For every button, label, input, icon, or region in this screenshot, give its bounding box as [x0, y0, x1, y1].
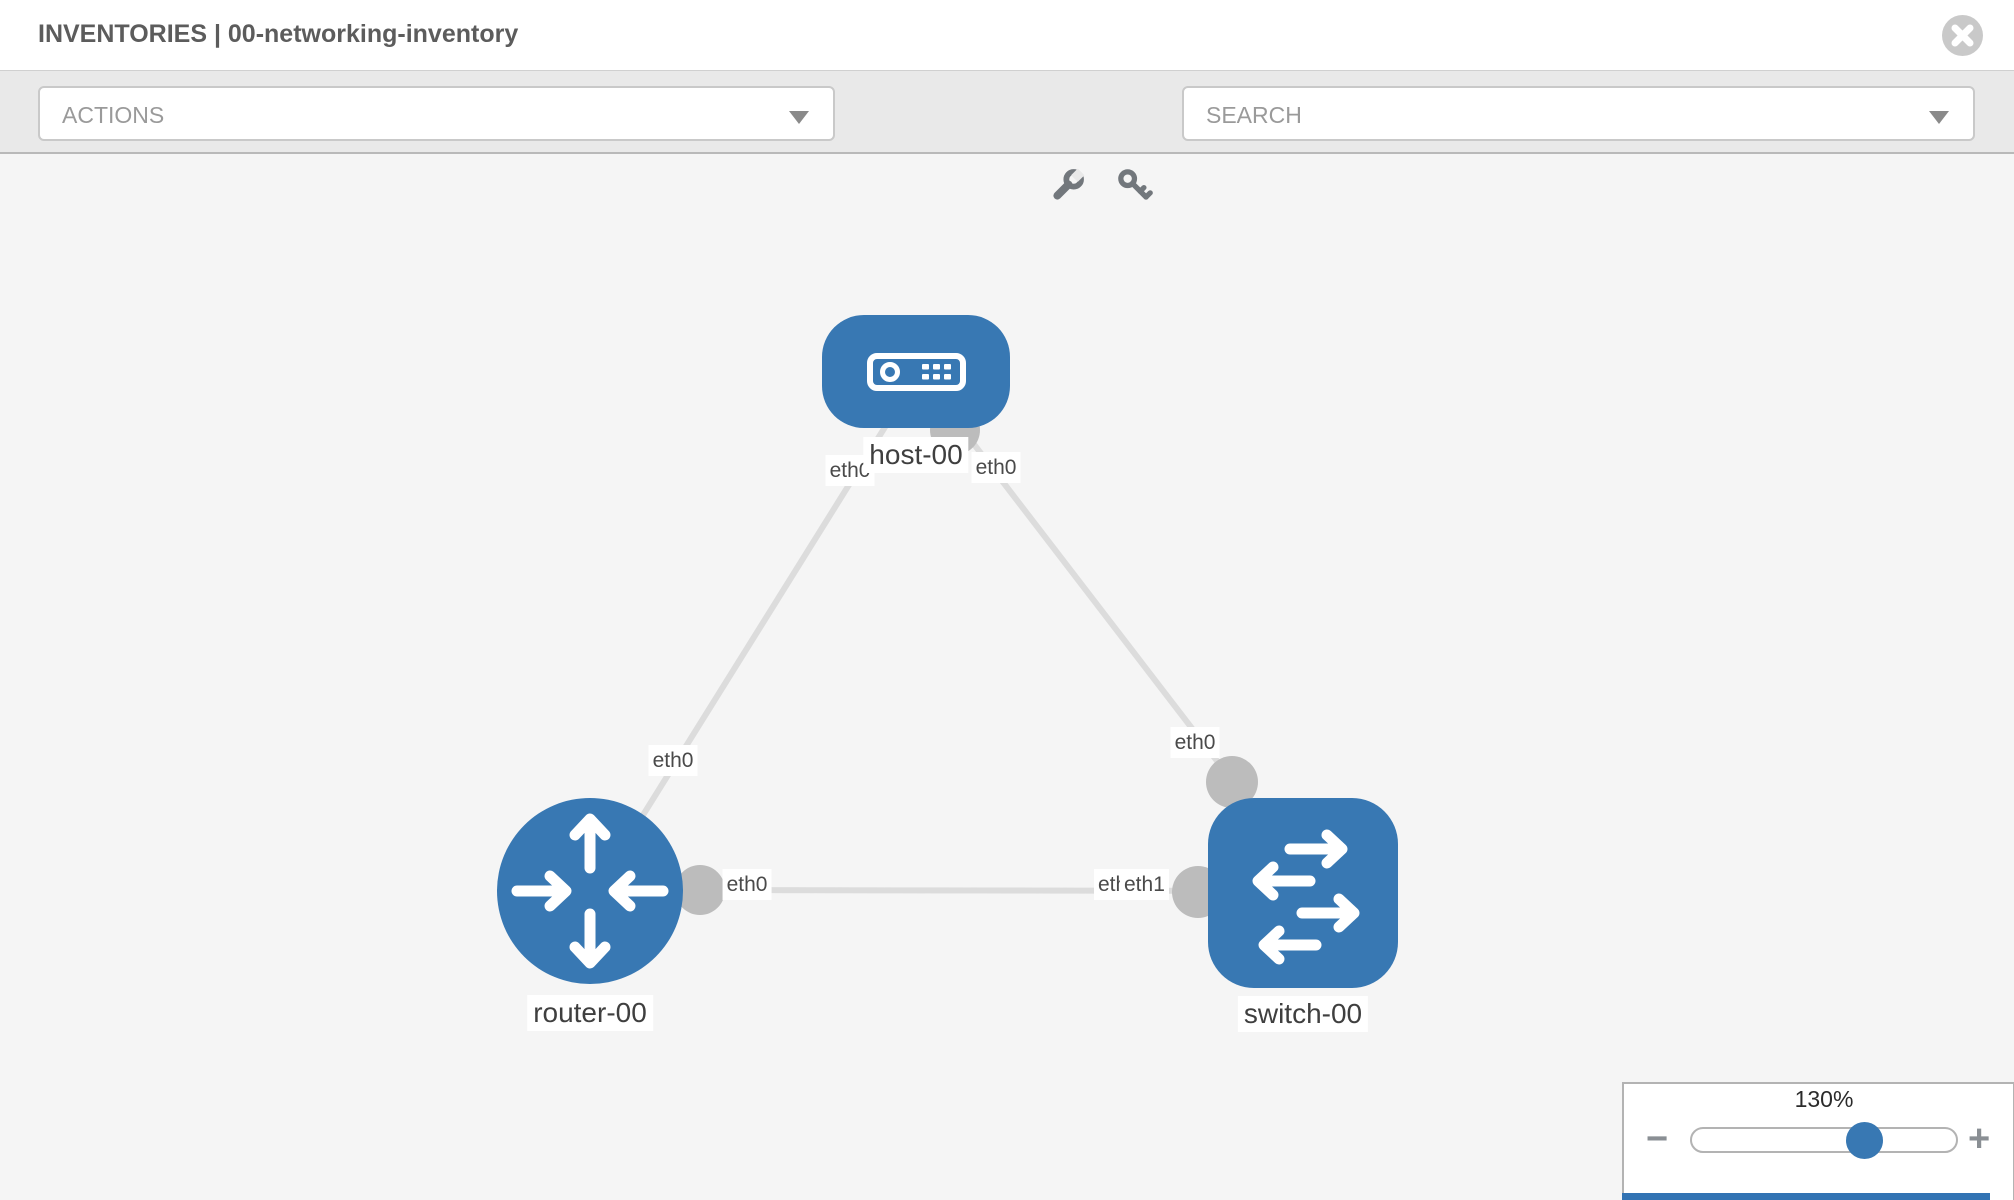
zoom-out-button[interactable]: −: [1646, 1118, 1669, 1160]
zoom-level-label: 130%: [1794, 1086, 1854, 1112]
switch-icon: [1252, 829, 1360, 965]
interface-dot[interactable]: [1206, 756, 1258, 808]
key-icon[interactable]: [1114, 165, 1156, 207]
node-label-switch: switch-00: [1237, 996, 1369, 1032]
search-dropdown-label: SEARCH: [1206, 102, 1302, 128]
actions-dropdown-label: ACTIONS: [62, 102, 165, 128]
page-title: INVENTORIES | 00-networking-inventory: [38, 20, 519, 48]
chevron-down-icon: [1929, 111, 1949, 124]
interface-label: eth0: [1170, 727, 1220, 758]
bottom-blue-bar: [1622, 1193, 1990, 1200]
toolbar: ACTIONS SEARCH: [0, 71, 2014, 200]
node-label-host: host-00: [863, 437, 969, 473]
router-icon: [511, 813, 669, 969]
interface-dot[interactable]: [675, 865, 725, 915]
wrench-icon[interactable]: [1046, 165, 1088, 207]
node-host-00[interactable]: [822, 315, 1010, 428]
interface-label: eth0: [722, 869, 772, 900]
chevron-down-icon: [789, 111, 809, 124]
interface-label: eth0: [971, 452, 1021, 483]
topology-canvas[interactable]: [0, 153, 2014, 1200]
zoom-slider-thumb[interactable]: [1846, 1122, 1883, 1159]
interface-label: eth0: [648, 745, 698, 776]
zoom-slider-track[interactable]: [1690, 1127, 1958, 1153]
node-switch-00[interactable]: [1208, 798, 1398, 988]
host-icon: [867, 353, 966, 391]
header: INVENTORIES | 00-networking-inventory: [0, 0, 2014, 71]
node-label-router: router-00: [527, 995, 653, 1031]
search-dropdown[interactable]: SEARCH: [1182, 86, 1975, 141]
close-button[interactable]: [1942, 15, 1983, 56]
zoom-in-button[interactable]: +: [1968, 1118, 1991, 1160]
actions-dropdown[interactable]: ACTIONS: [38, 86, 835, 141]
close-icon: [1951, 24, 1974, 47]
zoom-panel: 130% − +: [1622, 1082, 2014, 1200]
node-router-00[interactable]: [497, 798, 683, 984]
interface-label: eth1: [1120, 869, 1169, 900]
interface-dots: [675, 405, 1258, 918]
